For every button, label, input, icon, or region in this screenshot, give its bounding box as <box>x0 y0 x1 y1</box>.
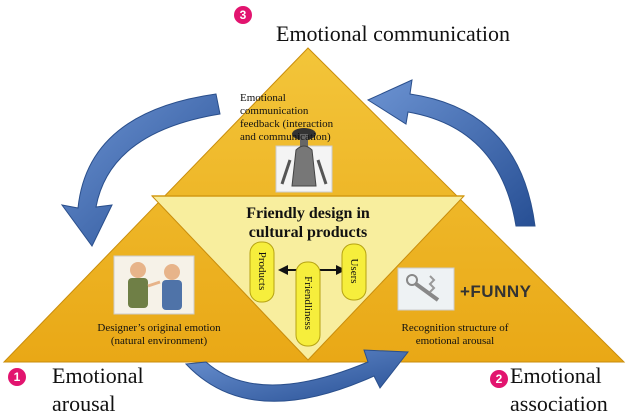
corkscrew-figure-icon <box>275 128 333 193</box>
corner-title-right-line1: Emotional <box>510 363 602 388</box>
left-node-text: Designer’s original emotion (natural env… <box>74 322 244 348</box>
corner-title-top: Emotional communication <box>276 21 511 46</box>
badge-2: 2 <box>490 370 508 388</box>
corkscrew-tool-icon <box>397 267 455 311</box>
center-title-line-1: Friendly design in <box>246 205 370 222</box>
pill-friendliness <box>295 261 321 347</box>
left-node-line-1: Designer’s original emotion <box>97 322 221 334</box>
right-node-line-2: emotional arousal <box>415 335 495 347</box>
two-men-talking-icon <box>113 255 195 315</box>
top-node-line-4: and communication) <box>240 131 331 143</box>
top-node-line-2: communication <box>240 105 309 117</box>
center-title-line-2: cultural products <box>248 224 368 241</box>
funny-label: +FUNNY <box>460 282 532 301</box>
right-node-text: Recognition structure of emotional arous… <box>370 322 540 348</box>
corner-title-left-line2: arousal <box>52 391 116 416</box>
pill-label-friendliness: Friendliness <box>302 276 314 330</box>
badge-1: 1 <box>8 368 26 386</box>
pill-users <box>341 243 367 301</box>
top-node-line-3: feedback (interaction <box>240 118 334 130</box>
top-node-text: Emotional communication feedback (intera… <box>240 92 370 144</box>
corner-title-right-line2: association <box>510 391 608 416</box>
badge-3: 3 <box>234 6 252 24</box>
pill-label-users: Users <box>348 258 360 284</box>
arrow-right-to-top <box>366 79 536 227</box>
center-title: Friendly design in cultural products <box>218 204 398 242</box>
pill-label-products: Products <box>256 251 268 291</box>
top-node-line-1: Emotional <box>240 92 286 104</box>
right-node-line-1: Recognition structure of <box>401 322 509 334</box>
corner-title-left-line1: Emotional <box>52 363 144 388</box>
arrow-top-to-left <box>60 93 221 247</box>
pill-products <box>249 241 275 303</box>
left-node-line-2: (natural environment) <box>110 335 208 347</box>
arrow-left-to-right <box>184 349 409 402</box>
